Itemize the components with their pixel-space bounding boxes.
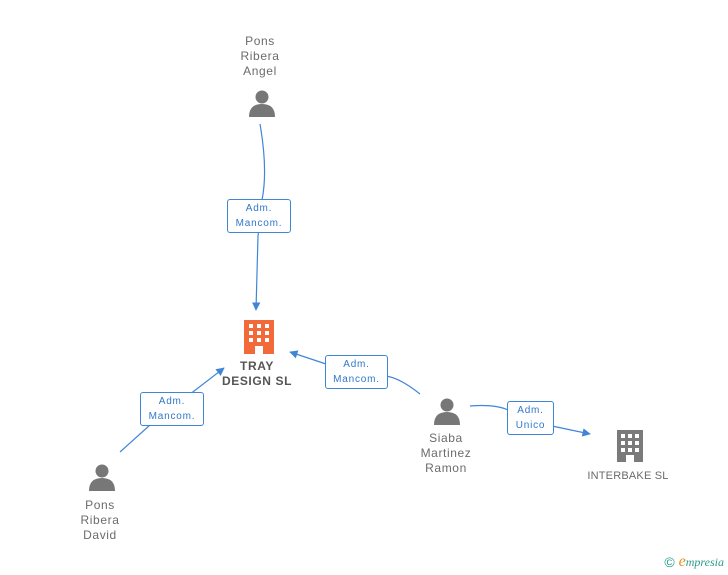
- edge-label-david-tray[interactable]: Adm. Mancom.: [140, 392, 204, 426]
- node-label-pons-ribera-angel[interactable]: Pons Ribera Angel: [240, 34, 280, 78]
- node-label-pons-ribera-david[interactable]: Pons Ribera David: [80, 498, 120, 542]
- node-label-tray-design-sl[interactable]: TRAY DESIGN SL: [221, 359, 293, 388]
- edge-label-siaba-tray[interactable]: Adm. Mancom.: [325, 355, 388, 389]
- person-icon[interactable]: [249, 90, 275, 118]
- person-icon[interactable]: [89, 464, 115, 492]
- empresia-brand[interactable]: © empresia: [664, 553, 724, 571]
- edge-label-angel-tray[interactable]: Adm. Mancom.: [227, 199, 291, 233]
- copyright-icon: ©: [664, 554, 675, 570]
- node-label-siaba-martinez-ramon[interactable]: Siaba Martinez Ramon: [420, 431, 472, 475]
- person-icon[interactable]: [434, 398, 460, 426]
- node-label-interbake-sl[interactable]: INTERBAKE SL: [587, 470, 669, 482]
- building-icon[interactable]: [244, 320, 274, 354]
- building-icon[interactable]: [617, 430, 643, 462]
- brand-logo: empresia: [678, 553, 724, 570]
- edge-label-siaba-interbake[interactable]: Adm. Unico: [507, 401, 554, 435]
